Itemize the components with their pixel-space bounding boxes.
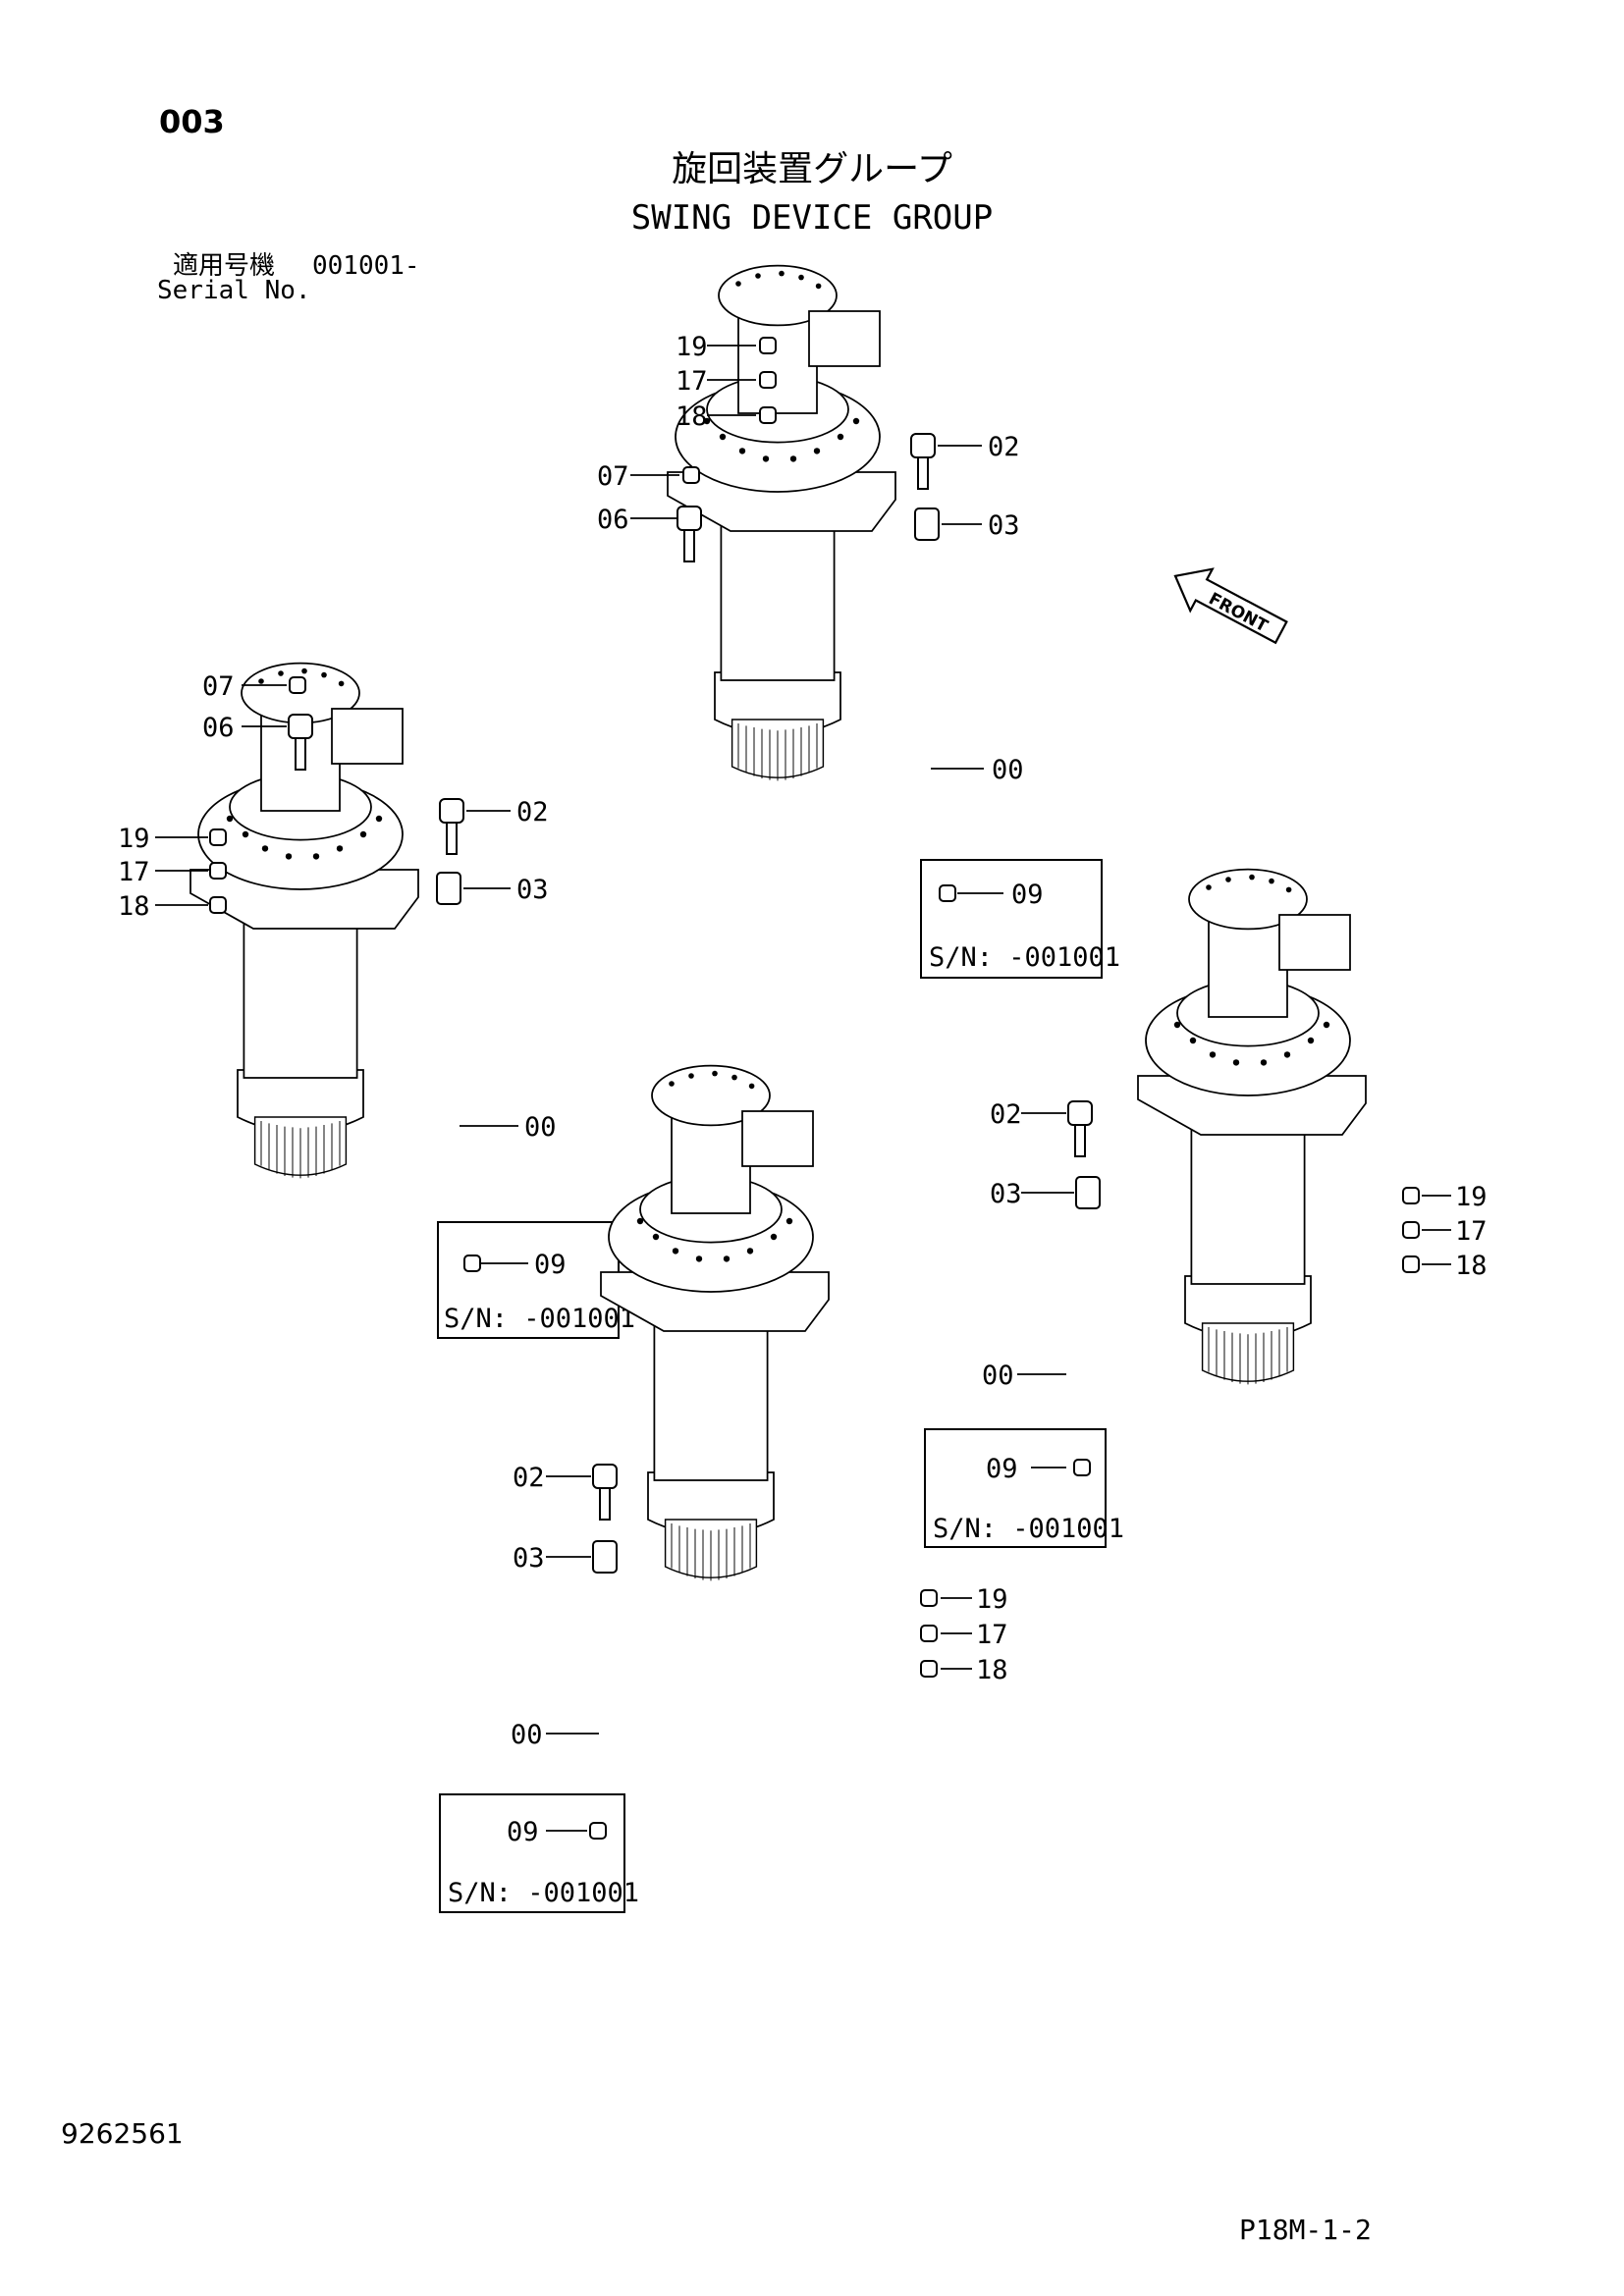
sn-box-label: S/N: -001001	[933, 1514, 1124, 1544]
page-number: 003	[159, 103, 225, 140]
callout-00: 00	[992, 755, 1024, 785]
callout-18: 18	[976, 1655, 1008, 1685]
assembly-right: 02 03 19 17 18 00 09 S/N: -001001	[924, 868, 1488, 1548]
assembly-left: 07 06 19 17 18 02 03 00 09 S/N: -001001	[118, 662, 635, 1339]
serial-label-en: Serial No.	[157, 276, 311, 305]
callout-06: 06	[597, 505, 629, 535]
serial-label-jp: 適用号機	[173, 251, 276, 281]
callout-07: 07	[202, 671, 235, 702]
serial-value: 001001-	[312, 251, 420, 281]
callout-02: 02	[513, 1463, 545, 1493]
sn-box-label: S/N: -001001	[444, 1304, 635, 1334]
callout-00: 00	[511, 1720, 543, 1750]
callout-09: 09	[1011, 880, 1044, 910]
callout-19: 19	[676, 332, 708, 362]
callout-03: 03	[990, 1179, 1022, 1209]
page-title-jp: 旋回装置グループ	[672, 149, 952, 189]
callout-06: 06	[202, 713, 235, 743]
document-id: 9262561	[61, 2117, 184, 2150]
callout-17: 17	[676, 366, 708, 397]
callout-19: 19	[976, 1584, 1008, 1615]
callout-03: 03	[516, 875, 549, 905]
assembly-top: 19 17 18 07 06 02 03 00 09 S/N: -001001	[597, 264, 1120, 979]
callout-17: 17	[118, 857, 150, 887]
callout-02: 02	[990, 1099, 1022, 1130]
sn-box-label: S/N: -001001	[448, 1878, 639, 1908]
front-arrow-icon: FRONT	[1173, 567, 1288, 645]
assembly-bottom: 02 03 19 17 18 00 09 S/N: -001001	[439, 1064, 1008, 1913]
callout-09: 09	[534, 1250, 567, 1280]
callout-17: 17	[976, 1620, 1008, 1650]
callout-17: 17	[1455, 1216, 1488, 1247]
callout-02: 02	[988, 432, 1020, 462]
callout-09: 09	[507, 1817, 539, 1847]
callout-18: 18	[1455, 1251, 1488, 1281]
callout-18: 18	[676, 401, 708, 432]
callout-18: 18	[118, 891, 150, 922]
callout-03: 03	[988, 510, 1020, 541]
callout-00: 00	[982, 1361, 1014, 1391]
callout-09: 09	[986, 1454, 1018, 1484]
sn-box-label: S/N: -001001	[929, 942, 1120, 973]
callout-07: 07	[597, 461, 629, 492]
callout-03: 03	[513, 1543, 545, 1574]
callout-00: 00	[524, 1112, 557, 1143]
page-title-en: SWING DEVICE GROUP	[630, 198, 994, 238]
callout-02: 02	[516, 797, 549, 828]
reference-code: P18M-1-2	[1239, 2214, 1372, 2246]
callout-19: 19	[1455, 1182, 1488, 1212]
callout-19: 19	[118, 824, 150, 854]
